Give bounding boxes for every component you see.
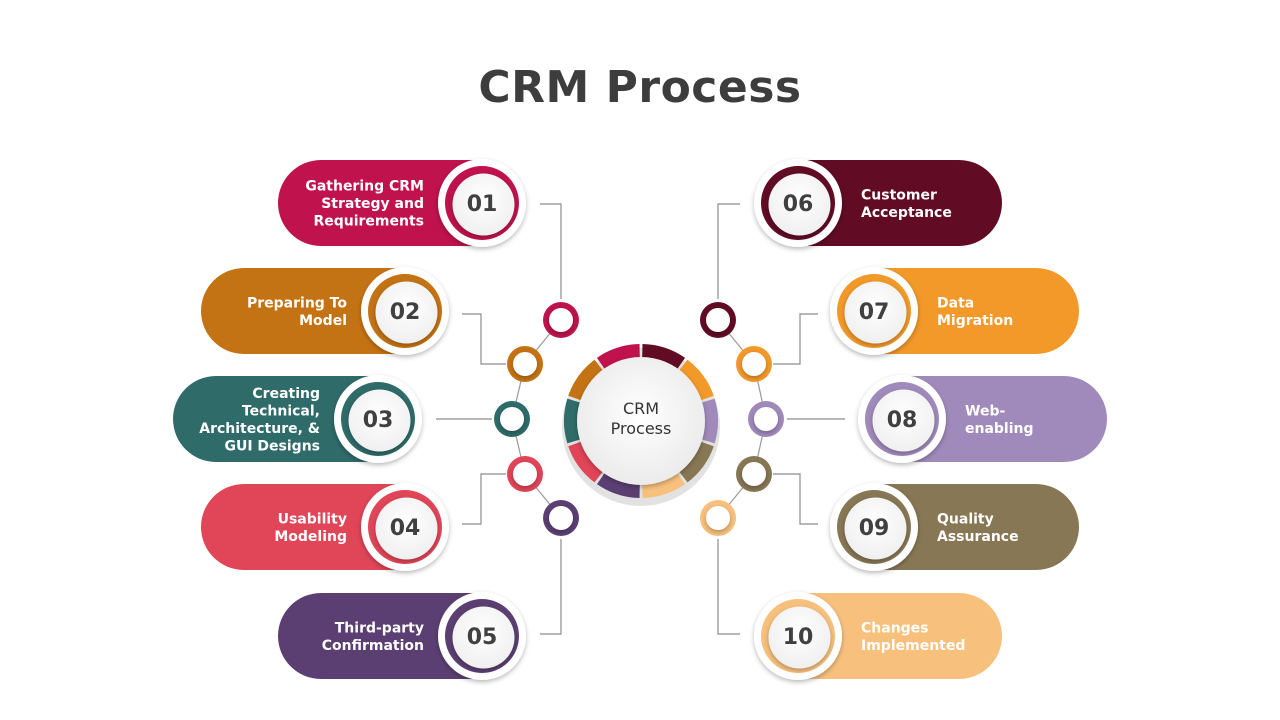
step-label-line: Migration bbox=[937, 313, 1013, 329]
ring-08 bbox=[748, 401, 784, 437]
step-02: 02 Preparing To Model bbox=[201, 267, 449, 355]
center-label-line: Process bbox=[611, 419, 672, 438]
step-label-line: Web- bbox=[965, 403, 1005, 419]
center-segment-05 bbox=[596, 471, 640, 498]
step-badge: 06 bbox=[754, 159, 842, 247]
ring-03 bbox=[494, 401, 530, 437]
ring-07 bbox=[736, 346, 772, 382]
center-segment-07 bbox=[678, 359, 714, 401]
step-number: 04 bbox=[390, 516, 421, 541]
connector-line-01 bbox=[540, 203, 562, 299]
step-badge: 07 bbox=[830, 267, 918, 355]
step-number: 05 bbox=[467, 625, 498, 650]
step-label-line: Customer bbox=[861, 187, 937, 203]
step-label-line: Technical, bbox=[242, 403, 320, 419]
step-label-line: Creating bbox=[252, 386, 320, 402]
step-label-line: Usability bbox=[278, 511, 347, 527]
center-label-line: CRM bbox=[623, 399, 659, 418]
step-label-line: Architecture, & bbox=[199, 421, 320, 437]
step-badge: 03 bbox=[334, 375, 422, 463]
connector-line-04 bbox=[462, 473, 506, 525]
center-segment-08 bbox=[700, 398, 718, 444]
connector-lines bbox=[436, 203, 845, 635]
step-label-line: GUI Designs bbox=[224, 438, 320, 454]
ring-05 bbox=[543, 500, 579, 536]
step-label-line: Model bbox=[299, 313, 347, 329]
step-label-line: Modeling bbox=[274, 529, 347, 545]
ring-02 bbox=[507, 346, 543, 382]
step-label-line: Preparing To bbox=[247, 295, 347, 311]
step-number: 09 bbox=[859, 516, 890, 541]
ring-09 bbox=[736, 456, 772, 492]
center-disc bbox=[577, 357, 705, 485]
step-number: 06 bbox=[783, 192, 814, 217]
step-badge: 02 bbox=[361, 267, 449, 355]
step-label-line: Changes bbox=[861, 620, 929, 636]
connector-line-07 bbox=[773, 313, 818, 365]
step-number: 02 bbox=[390, 300, 421, 325]
center-segment-02 bbox=[568, 359, 604, 401]
step-08: 08 Web-enabling bbox=[858, 375, 1107, 463]
connector-line-10 bbox=[717, 539, 740, 635]
center-segment-09 bbox=[678, 441, 714, 483]
step-label-line: Data bbox=[937, 295, 974, 311]
ring-10 bbox=[700, 500, 736, 536]
step-label-line: Third-party bbox=[335, 620, 424, 636]
step-label-line: Acceptance bbox=[861, 205, 952, 221]
step-number: 08 bbox=[887, 408, 918, 433]
step-label-line: Requirements bbox=[313, 214, 424, 230]
connector-line-02 bbox=[462, 313, 506, 365]
step-badge: 10 bbox=[754, 592, 842, 680]
step-label-line: Strategy and bbox=[321, 196, 424, 212]
step-label-line: Confirmation bbox=[322, 638, 424, 654]
center-segment-01 bbox=[596, 344, 640, 371]
step-label-line: Assurance bbox=[937, 529, 1019, 545]
step-label-line: Implemented bbox=[861, 638, 965, 654]
step-number: 03 bbox=[363, 408, 394, 433]
step-badge: 04 bbox=[361, 483, 449, 571]
small-rings bbox=[494, 302, 784, 536]
center-segment-04 bbox=[568, 441, 604, 483]
step-label-line: Gathering CRM bbox=[305, 179, 424, 195]
connector-line-05 bbox=[540, 539, 562, 635]
step-label-line: Quality bbox=[937, 511, 994, 527]
step-badge: 08 bbox=[858, 375, 946, 463]
step-badge: 09 bbox=[830, 483, 918, 571]
step-number: 01 bbox=[467, 192, 498, 217]
connector-line-06 bbox=[717, 203, 740, 299]
connector-line-09 bbox=[773, 473, 818, 525]
ring-06 bbox=[700, 302, 736, 338]
center-segment-10 bbox=[642, 471, 686, 498]
center-segment-06 bbox=[642, 344, 686, 371]
center-segment-03 bbox=[564, 398, 582, 444]
ring-04 bbox=[507, 456, 543, 492]
ring-01 bbox=[543, 302, 579, 338]
step-number: 07 bbox=[859, 300, 890, 325]
step-badge: 05 bbox=[438, 592, 526, 680]
step-badge: 01 bbox=[438, 159, 526, 247]
step-label-line: enabling bbox=[965, 421, 1034, 437]
page-title: CRM Process bbox=[478, 62, 802, 113]
step-number: 10 bbox=[783, 625, 814, 650]
